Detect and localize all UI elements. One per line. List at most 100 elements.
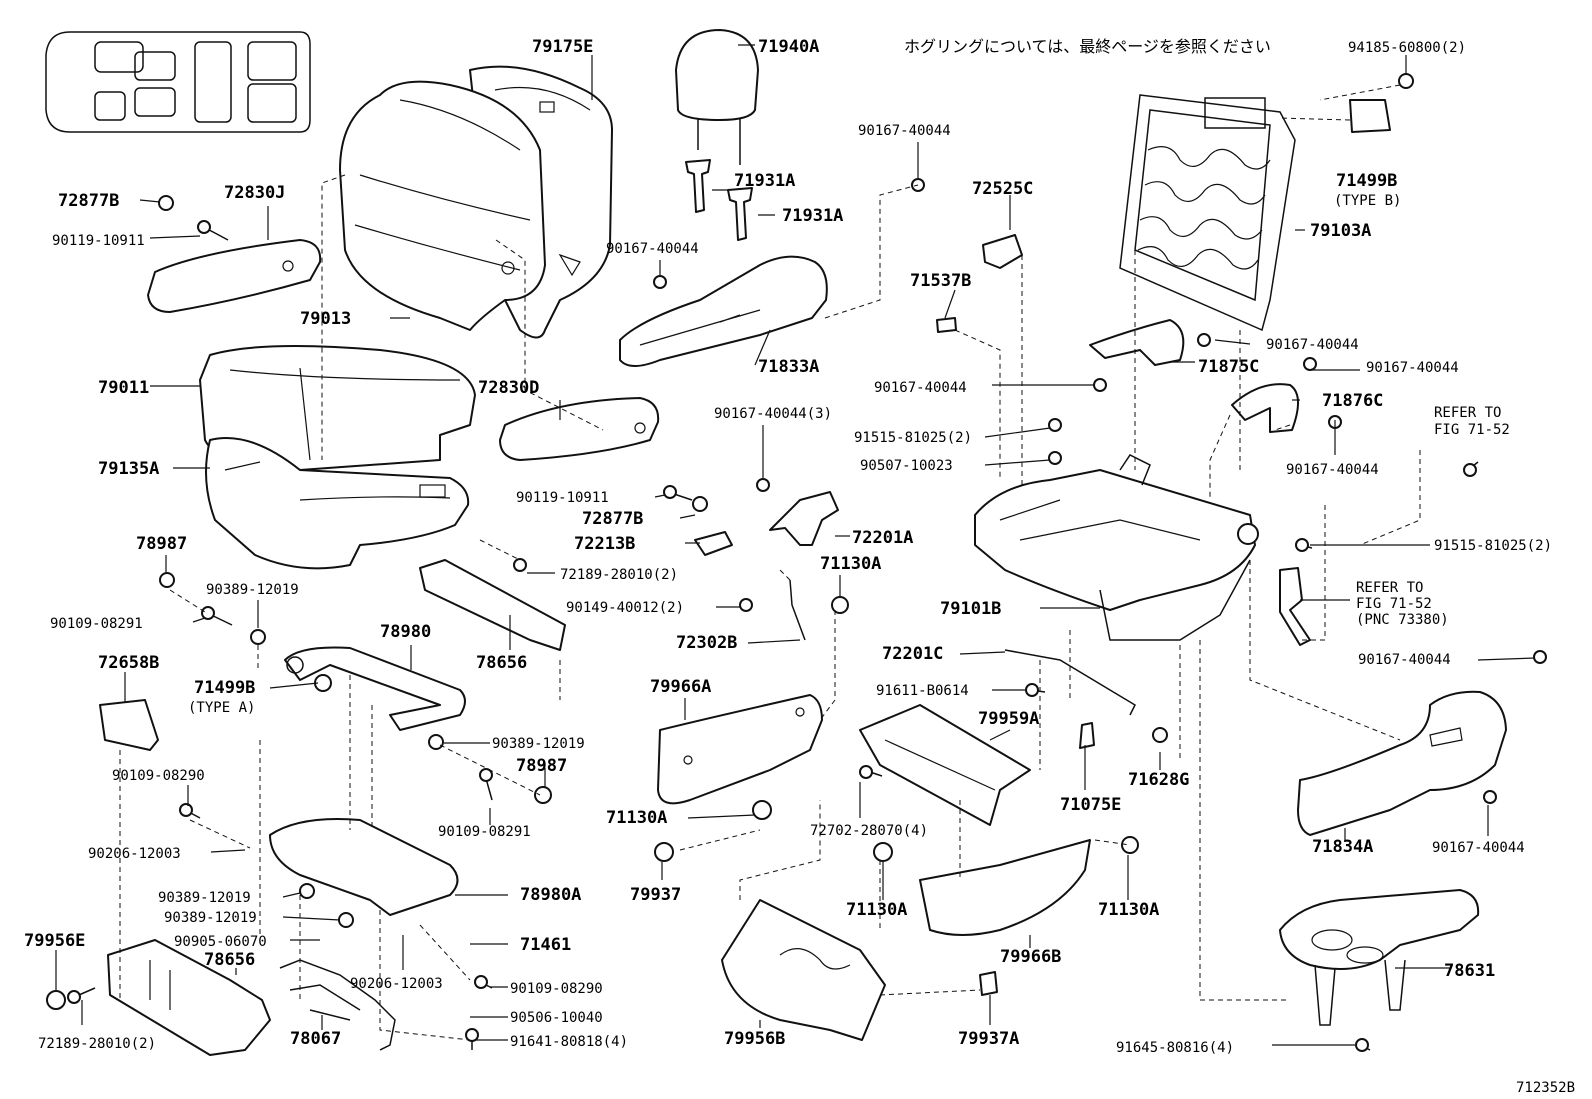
label-79175E: 79175E [532, 37, 593, 57]
leader-lines [55, 44, 1536, 1046]
label-90389-4: 90389-12019 [164, 910, 257, 926]
label-79101B: 79101B [940, 599, 1001, 619]
cover-79966B [919, 839, 1091, 936]
label-90167-f: 90167-40044 [1286, 462, 1379, 478]
link-rod-72302B [789, 579, 806, 641]
armrest-72830D [499, 397, 660, 461]
cover-79966A [657, 694, 823, 805]
label-79959A: 79959A [978, 709, 1039, 729]
label-type-a: (TYPE A) [188, 700, 255, 716]
label-refer-a2: FIG 71-52 [1434, 422, 1510, 438]
label-90167-b: 90167-40044 [606, 241, 699, 257]
label-refer-b1: REFER TO [1356, 580, 1423, 596]
label-72830D: 72830D [478, 378, 539, 398]
label-71537B: 71537B [910, 271, 971, 291]
label-90507: 90507-10023 [860, 458, 953, 474]
label-78067: 78067 [290, 1029, 341, 1049]
handle-72213B [694, 531, 733, 556]
part-labels: 79175E 71940A 94185-60800(2) 72877B 7283… [24, 37, 1575, 1096]
label-78980: 78980 [380, 622, 431, 642]
label-72877B-2: 72877B [582, 509, 643, 529]
label-72189-1: 72189-28010(2) [560, 567, 678, 583]
label-72201C: 72201C [882, 644, 943, 664]
label-90167-g: 90167-40044 [1358, 652, 1451, 668]
clip-71537B [936, 317, 957, 333]
label-79937A: 79937A [958, 1029, 1019, 1049]
label-79956B: 79956B [724, 1029, 785, 1049]
label-90109-1: 90109-08291 [50, 616, 143, 632]
label-90167-e: 90167-40044 [874, 380, 967, 396]
bracket-71875C [1089, 319, 1185, 366]
clip-79937A [979, 971, 998, 996]
label-90109-4: 90109-08290 [510, 981, 603, 997]
label-79011: 79011 [98, 378, 149, 398]
label-78656-1: 78656 [476, 653, 527, 673]
header-note: ホグリングについては、最終ページを参照ください [904, 37, 1271, 56]
label-90149: 90149-40012(2) [566, 600, 684, 616]
cover-72658B [99, 699, 159, 751]
shield-71834A [1297, 690, 1507, 836]
label-72189-2: 72189-28010(2) [38, 1036, 156, 1052]
label-90389-2: 90389-12019 [492, 736, 585, 752]
label-90119-1: 90119-10911 [52, 233, 145, 249]
label-90506: 90506-10040 [510, 1010, 603, 1026]
label-71875C: 71875C [1198, 357, 1259, 377]
tray-78631 [1279, 889, 1480, 1026]
label-90167-d: 90167-40044 [1366, 360, 1459, 376]
label-71130A-3: 71130A [846, 900, 907, 920]
label-78656-2: 78656 [204, 950, 255, 970]
figure-id: 712352B [1516, 1080, 1575, 1096]
label-71130A-4: 71130A [1098, 900, 1159, 920]
vehicle-locator-icon [45, 31, 311, 133]
label-71075E: 71075E [1060, 795, 1121, 815]
label-79135A: 79135A [98, 459, 159, 479]
seat-back-cushion-79013 [339, 80, 546, 331]
bolts [67, 178, 1547, 1052]
label-91515-a: 91515-81025(2) [854, 430, 972, 446]
label-91611: 91611-B0614 [876, 683, 969, 699]
cover-79956B [721, 899, 886, 1041]
seatback-frame-79103A [1119, 94, 1296, 332]
bracket-78656-upper [419, 559, 566, 651]
label-72213B: 72213B [574, 534, 635, 554]
label-78987-1: 78987 [136, 534, 187, 554]
label-78987-2: 78987 [516, 756, 567, 776]
note-text: ホグリングについては、最終ページを参照ください [904, 37, 1271, 56]
label-71931A-2: 71931A [782, 206, 843, 226]
seat-belt-buckle [1279, 567, 1311, 646]
armrest-72830J [147, 239, 322, 313]
label-72830J: 72830J [224, 183, 285, 203]
lever-72201A [769, 491, 839, 546]
label-78631: 78631 [1444, 961, 1495, 981]
label-71833A: 71833A [758, 357, 819, 377]
label-71461: 71461 [520, 935, 571, 955]
clip-72525C [982, 234, 1023, 269]
label-90206-1: 90206-12003 [88, 846, 181, 862]
label-94185: 94185-60800(2) [1348, 40, 1466, 56]
label-71931A-1: 71931A [734, 171, 795, 191]
label-72702: 72702-28070(4) [810, 823, 928, 839]
label-90206-2: 90206-12003 [350, 976, 443, 992]
label-91645: 91645-80816(4) [1116, 1040, 1234, 1056]
label-90167-a: 90167-40044 [858, 123, 951, 139]
reference-lines [119, 84, 1421, 1041]
bracket-71499B-type-b [1349, 99, 1391, 133]
seat-cushion-frame-79101B [974, 454, 1259, 641]
label-type-b: (TYPE B) [1334, 193, 1401, 209]
label-90167-3: 90167-40044(3) [714, 406, 832, 422]
label-90167-h: 90167-40044 [1432, 840, 1525, 856]
label-79103A: 79103A [1310, 221, 1371, 241]
label-72877B-1: 72877B [58, 191, 119, 211]
label-90389-1: 90389-12019 [206, 582, 299, 598]
headrest-guide-71931A [685, 159, 753, 241]
label-71940A: 71940A [758, 37, 819, 57]
armrest-frame-78980 [284, 646, 466, 731]
label-91641: 91641-80818(4) [510, 1034, 628, 1050]
label-refer-b2: FIG 71-52 [1356, 596, 1432, 612]
label-79966B: 79966B [1000, 947, 1061, 967]
label-90109-3: 90109-08291 [438, 824, 531, 840]
label-90119-2: 90119-10911 [516, 490, 609, 506]
label-78980A: 78980A [520, 885, 581, 905]
label-90167-c: 90167-40044 [1266, 337, 1359, 353]
label-72658B: 72658B [98, 653, 159, 673]
